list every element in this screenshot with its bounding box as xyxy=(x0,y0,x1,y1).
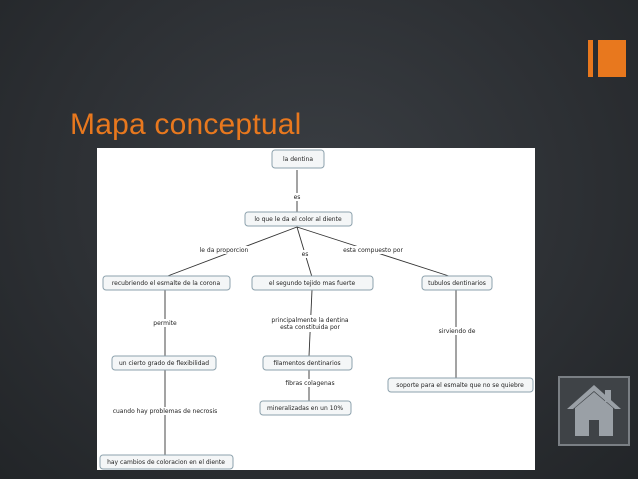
svg-text:soporte para el esmalte que no: soporte para el esmalte que no se quiebr… xyxy=(396,382,524,389)
svg-text:tubulos dentinarios: tubulos dentinarios xyxy=(428,280,486,287)
svg-text:hay cambios de coloracion en e: hay cambios de coloracion en el diente xyxy=(107,459,225,466)
accent-bar-thin xyxy=(588,40,593,77)
node-la-dentina: la dentina xyxy=(271,149,325,169)
node-mineralizadas: mineralizadas en un 10% xyxy=(259,400,352,416)
node-color-diente: lo que le da el color al diente xyxy=(244,211,353,227)
node-segundo-tejido: el segundo tejido mas fuerte xyxy=(251,275,374,291)
node-flexibilidad: un cierto grado de flexibilidad xyxy=(111,355,217,371)
link-es-mid: es xyxy=(302,251,309,258)
svg-text:recubriendo el esmalte de la c: recubriendo el esmalte de la corona xyxy=(112,280,221,287)
link-principalmente-2: esta constituida por xyxy=(280,324,340,331)
link-esta-compuesto-por: esta compuesto por xyxy=(343,247,403,254)
node-soporte-esmalte: soporte para el esmalte que no se quiebr… xyxy=(387,377,534,393)
link-es-top: es xyxy=(294,194,301,201)
svg-text:la dentina: la dentina xyxy=(283,156,313,163)
node-filamentos-dentinarios: filamentos dentinarios xyxy=(262,355,353,371)
concept-map-svg: es le da proporcion es esta compuesto po… xyxy=(99,149,534,470)
slide-title: Mapa conceptual xyxy=(70,108,302,141)
link-sirviendo-de: sirviendo de xyxy=(439,328,476,335)
svg-text:un cierto grado de flexibilida: un cierto grado de flexibilidad xyxy=(119,360,209,367)
accent-bar-thick xyxy=(598,40,626,77)
home-button[interactable] xyxy=(558,376,630,446)
svg-text:lo que le da el color al dient: lo que le da el color al diente xyxy=(254,216,342,223)
node-recubriendo-esmalte: recubriendo el esmalte de la corona xyxy=(102,275,231,291)
concept-map-image: es le da proporcion es esta compuesto po… xyxy=(97,148,535,470)
link-permite: permite xyxy=(153,320,177,327)
link-cuando-necrosis: cuando hay problemas de necrosis xyxy=(113,408,218,415)
home-icon xyxy=(567,385,621,436)
svg-text:el segundo tejido mas fuerte: el segundo tejido mas fuerte xyxy=(269,280,356,287)
link-le-da-proporcion: le da proporcion xyxy=(200,247,249,254)
node-tubulos-dentinarios: tubulos dentinarios xyxy=(421,275,493,291)
link-fibras-colagenas: fibras colagenas xyxy=(285,380,334,387)
svg-text:mineralizadas en un 10%: mineralizadas en un 10% xyxy=(267,405,343,412)
link-labels: es le da proporcion es esta compuesto po… xyxy=(107,193,477,415)
link-principalmente-1: principalmente la dentina xyxy=(271,317,349,324)
node-cambios-coloracion: hay cambios de coloracion en el diente xyxy=(99,454,234,470)
svg-text:filamentos dentinarios: filamentos dentinarios xyxy=(273,360,340,367)
